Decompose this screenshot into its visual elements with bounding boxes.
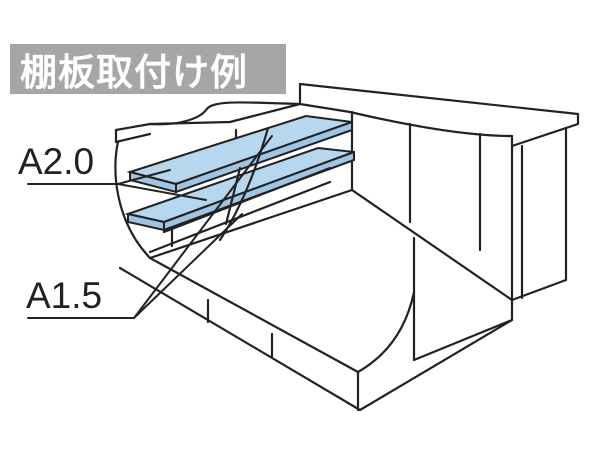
roof-outline (298, 82, 580, 148)
door-rail (412, 318, 514, 362)
diagram-title: 棚板取付け例 (20, 51, 248, 94)
floor-front-edge (148, 256, 360, 412)
door-swing-curve (356, 290, 416, 374)
floor-back-edge (148, 188, 514, 302)
upper-shelf-label: A2.0 (18, 141, 95, 182)
shelf-rail-mid (162, 166, 332, 234)
leader-a20-upper (117, 169, 171, 185)
back-wall-cutaway (348, 110, 514, 138)
front-base (118, 266, 514, 412)
right-wall-bottom (510, 278, 568, 302)
front-ledge (114, 102, 302, 132)
leader-a15-upper (133, 135, 273, 319)
left-wall-curve (114, 140, 152, 260)
front-ledge-lower (114, 128, 152, 144)
left-wall-cutaway (148, 101, 302, 126)
lower-shelf-bracket (224, 166, 242, 226)
title-badge: 棚板取付け例 (10, 44, 286, 94)
lower-shelf-label: A1.5 (26, 275, 103, 316)
